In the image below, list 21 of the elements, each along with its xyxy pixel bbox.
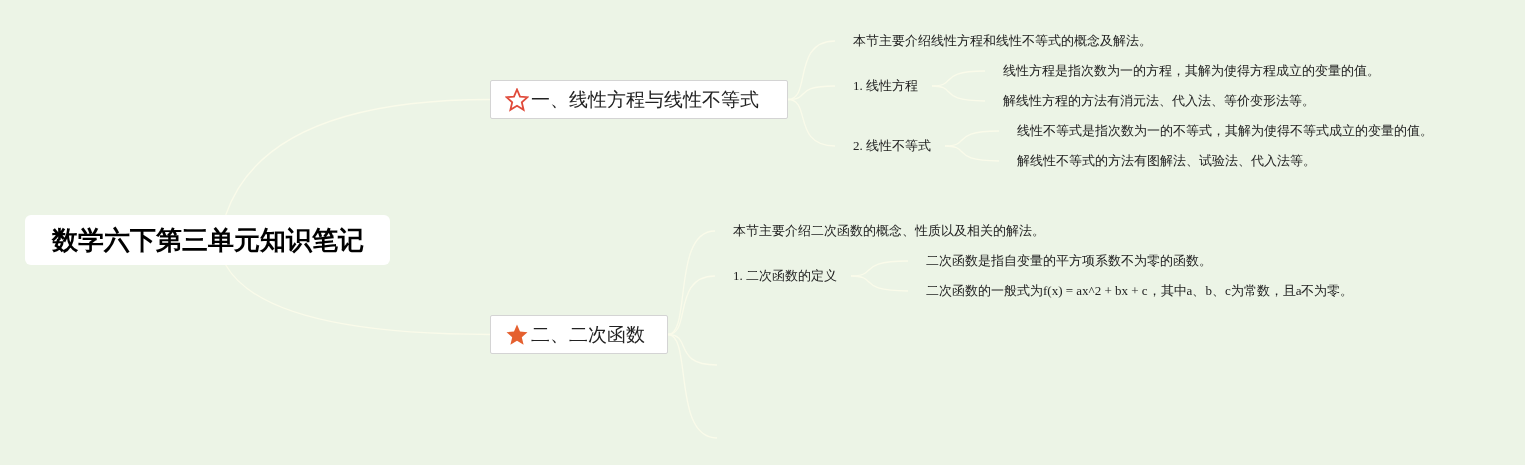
subtopic-text: 线性方程是指次数为一的方程，其解为使得方程成立的变量的值。 — [985, 61, 1394, 81]
subtopic-text: 二次函数是指自变量的平方项系数不为零的函数。 — [908, 251, 1226, 271]
subtopic-text: 二次函数的一般式为f(x) = ax^2 + bx + c，其中a、b、c为常数，且a不为零。 — [908, 281, 1368, 301]
branch-line — [667, 333, 718, 439]
topic-box — [490, 315, 668, 354]
subtopic-text: 1. 线性方程 — [835, 76, 932, 96]
subtopic-text: 1. 二次函数的定义 — [715, 266, 851, 286]
branch-line — [667, 230, 716, 336]
subtopic-text: 本节主要介绍二次函数的概念、性质以及相关的解法。 — [715, 221, 1059, 241]
subtopic-text: 解线性不等式的方法有图解法、试验法、代入法等。 — [999, 151, 1330, 171]
subtopic-text: 2. 线性不等式 — [835, 136, 945, 156]
central-topic: 数学六下第三单元知识笔记 — [25, 215, 390, 265]
subtopic-text: 线性不等式是指次数为一的不等式，其解为使得不等式成立的变量的值。 — [999, 121, 1447, 141]
subtopic-text: 解线性方程的方法有消元法、代入法、等价变形法等。 — [985, 91, 1329, 111]
topic-label: 一、线性方程与线性不等式 — [531, 86, 759, 112]
subtopic-text: 本节主要介绍线性方程和线性不等式的概念及解法。 — [835, 31, 1166, 51]
topic-box — [490, 80, 788, 119]
topic-label: 二、二次函数 — [531, 321, 645, 347]
branch-line — [225, 98, 491, 216]
branch-line — [225, 264, 491, 336]
branch-line — [787, 98, 836, 147]
